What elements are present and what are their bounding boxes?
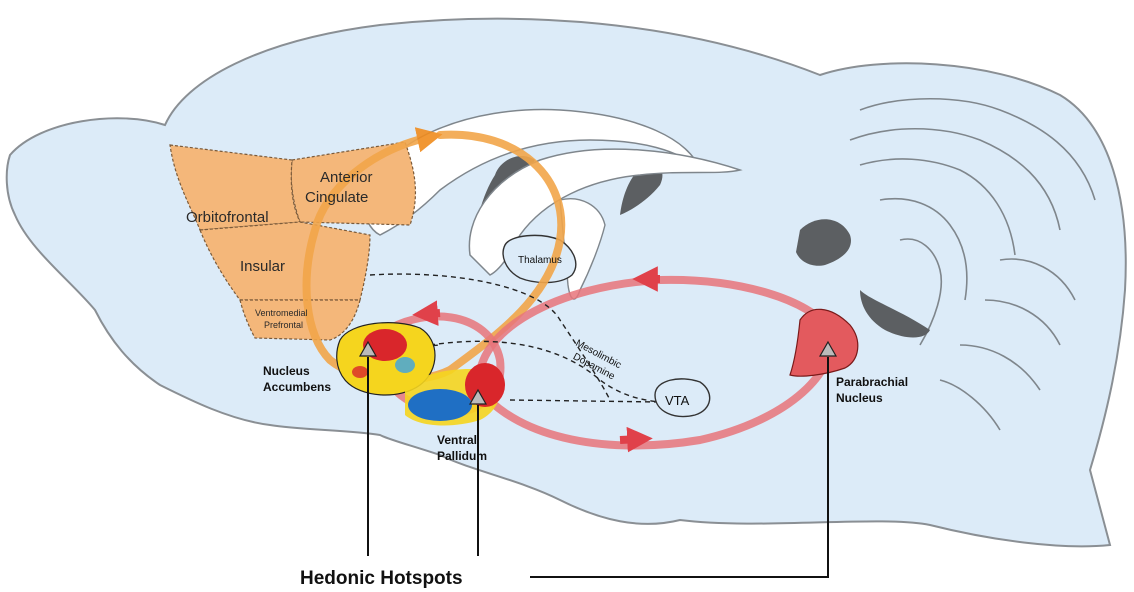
label-ventromedial-1: Ventromedial — [255, 308, 308, 318]
label-parabrachial-2: Nucleus — [836, 391, 883, 405]
label-thalamus: Thalamus — [518, 255, 562, 266]
label-parabrachial-1: Parabrachial — [836, 375, 908, 389]
label-orbitofrontal: Orbitofrontal — [186, 209, 269, 226]
label-vta: VTA — [665, 393, 690, 408]
label-hedonic-hotspots: Hedonic Hotspots — [300, 568, 463, 589]
brain-outline — [7, 19, 1126, 547]
label-anterior-cingulate-2: Cingulate — [305, 189, 368, 206]
label-insular: Insular — [240, 258, 285, 275]
label-anterior-cingulate-1: Anterior — [320, 169, 373, 186]
label-nucleus-accumbens-2: Accumbens — [263, 380, 331, 394]
label-ventromedial-2: Prefrontal — [264, 320, 303, 330]
label-nucleus-accumbens-1: Nucleus — [263, 364, 310, 378]
label-ventral-pallidum-1: Ventral — [437, 433, 477, 447]
red-arrow-small — [425, 313, 440, 314]
label-ventral-pallidum-2: Pallidum — [437, 449, 487, 463]
red-arrow-bottom — [620, 439, 640, 440]
